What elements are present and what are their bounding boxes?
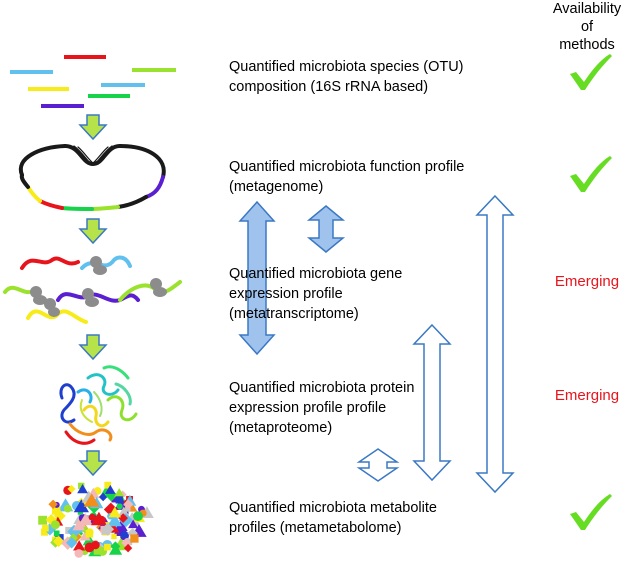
metabolite-shape xyxy=(74,549,84,558)
down-arrow-icon xyxy=(78,218,108,245)
level-label-metagenome: Quantified microbiota function profile (… xyxy=(229,159,465,195)
metabolite-shape xyxy=(104,481,112,489)
metabolite-shape xyxy=(104,543,111,551)
down-arrow-icon xyxy=(78,114,108,141)
metabolite-shape xyxy=(79,530,91,541)
metabolite-shape xyxy=(116,503,123,510)
metabolite-shape xyxy=(43,523,57,536)
metabolite-shape xyxy=(90,511,107,526)
availability-metatranscriptome: Emerging xyxy=(554,273,620,290)
level-label-metametabolome: Quantified microbiota metabolite profile… xyxy=(229,500,437,536)
metabolite-shape xyxy=(98,492,108,502)
metabolite-shape xyxy=(67,484,76,493)
down-arrow-icon xyxy=(78,450,108,477)
double-arrow-icon xyxy=(306,205,346,253)
metabolite-shape xyxy=(115,496,123,504)
metabolite-shape xyxy=(123,543,133,553)
metabolite-shape xyxy=(105,484,116,494)
metabolite-shape xyxy=(42,524,49,532)
metabolite-shape xyxy=(53,530,60,537)
metabolite-shape xyxy=(52,506,61,515)
checkmark-icon xyxy=(570,54,612,90)
metabolite-shape xyxy=(133,511,143,522)
mrna-strands-icon xyxy=(3,255,182,324)
metabolite-shape xyxy=(84,542,95,553)
down-arrow-icon xyxy=(78,334,108,361)
metabolite-shape xyxy=(108,506,122,518)
metabolite-shape xyxy=(50,520,60,530)
metabolite-shape xyxy=(118,513,133,528)
metabolite-shape xyxy=(48,499,58,509)
checkmark-icon xyxy=(570,494,612,530)
metabolite-shape xyxy=(107,513,123,527)
double-arrow-icon xyxy=(475,194,515,494)
metabolite-shape xyxy=(73,540,86,551)
metabolite-shape xyxy=(83,493,100,507)
metabolite-shape xyxy=(52,535,65,548)
metabolite-shape xyxy=(78,482,85,490)
metabolite-shape xyxy=(128,519,139,529)
double-arrow-icon xyxy=(412,323,452,482)
metabolite-shape xyxy=(93,546,103,555)
metabolite-shape xyxy=(118,513,128,523)
metabolite-shape xyxy=(73,499,89,513)
metabolite-shape xyxy=(77,484,88,494)
metabolite-shape xyxy=(38,515,48,525)
metabolite-shape xyxy=(130,534,139,543)
level-label-metatranscriptome: Quantified microbiota gene expression pr… xyxy=(229,266,403,322)
metabolite-shape xyxy=(120,530,129,539)
circular-genome-icon xyxy=(18,144,166,211)
level-label-metaproteome: Quantified microbiota protein expression… xyxy=(229,380,415,436)
metabolite-cluster-icon xyxy=(38,481,154,558)
metabolite-shape xyxy=(78,513,93,526)
metabolite-shape xyxy=(108,543,123,555)
metabolite-shape xyxy=(65,537,78,549)
checkmark-icon xyxy=(570,156,612,192)
sequence-fragments-icon xyxy=(10,55,176,108)
metabolite-shape xyxy=(114,488,125,497)
double-arrow-icon xyxy=(356,448,400,482)
protein-structure-icon xyxy=(59,365,138,445)
metabolite-shape xyxy=(40,528,49,536)
metabolite-shape xyxy=(88,513,96,521)
metabolite-shape xyxy=(121,538,131,548)
metabolite-shape xyxy=(123,499,134,510)
metabolite-shape xyxy=(100,526,111,535)
metabolite-shape xyxy=(85,529,94,538)
level-label-otu: Quantified microbiota species (OTU) comp… xyxy=(229,59,464,95)
metabolite-shape xyxy=(72,519,85,531)
double-arrow-icon xyxy=(238,200,276,356)
metabolite-shape xyxy=(111,533,117,540)
metabolite-shape xyxy=(45,514,57,526)
availability-metaproteome: Emerging xyxy=(554,387,620,404)
availability-header: Availability of methods xyxy=(552,1,622,53)
metabolite-shape xyxy=(63,504,72,513)
metabolite-shape xyxy=(111,496,118,503)
